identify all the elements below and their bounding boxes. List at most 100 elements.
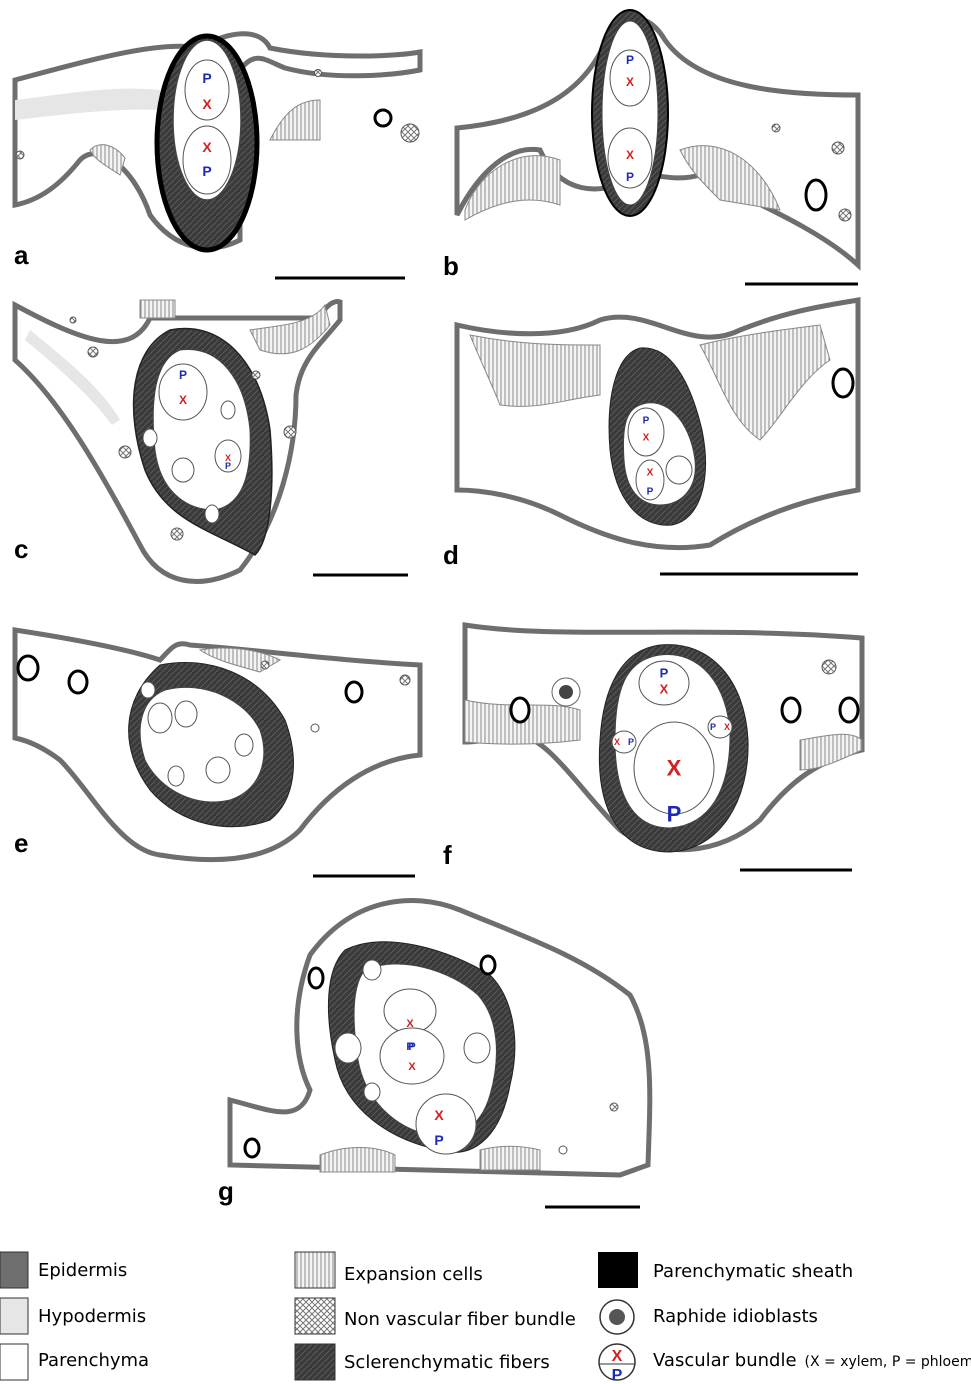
legend-phloem-mark: P: [612, 1367, 623, 1384]
legend-label-expansion-cells: Expansion cells: [344, 1264, 483, 1285]
panel-e-bundle-3: [206, 757, 230, 783]
panel-c-bundle-6: [205, 505, 219, 523]
legend-label-non-vascular-fiber-bundle: Non vascular fiber bundle: [344, 1309, 576, 1330]
panel-e-small-bundle-1: [18, 656, 38, 680]
xylem-mark-f-1: X: [660, 682, 669, 697]
panel-e-fiber-bundle-3: [311, 724, 319, 732]
panel-e-fiber-bundle-1: [400, 675, 410, 685]
xylem-mark-c-1: X: [179, 393, 187, 407]
xylem-mark-a-1: X: [202, 96, 212, 112]
panel-g-bundle-4: [335, 1033, 361, 1063]
phloem-mark-g-3: P: [434, 1132, 443, 1148]
panel-d-small-bundle: [833, 369, 853, 397]
legend-label-sclerenchymatic-fibers: Sclerenchymatic fibers: [344, 1352, 550, 1373]
phloem-mark-f-2: P: [667, 802, 682, 827]
panel-g-expansion-cells-left: [320, 1148, 395, 1173]
xylem-mark-d-1: X: [643, 433, 650, 444]
xylem-mark-g-1: X: [406, 1018, 414, 1030]
legend-label-epidermis: Epidermis: [38, 1260, 127, 1281]
phloem-mark-f-1: P: [660, 666, 669, 681]
phloem-mark-g-2: P: [408, 1041, 415, 1053]
panel-g-fiber-bundle-2: [610, 1103, 618, 1111]
panel-f-small-bundle-2: [782, 698, 800, 722]
panel-a-fiber-bundle: [401, 124, 419, 142]
panel-f-expansion-cells-right: [800, 734, 862, 770]
phloem-mark-a-1: P: [202, 70, 211, 86]
xylem-mark-f-3: X: [614, 737, 620, 747]
panel-f-diagram: [465, 625, 862, 870]
xylem-mark-a-2: X: [202, 139, 212, 155]
panel-label-g: g: [218, 1176, 234, 1207]
panel-f-fiber-bundle: [822, 660, 836, 674]
panel-label-a: a: [14, 240, 28, 271]
legend-swatch-parenchyma: [0, 1344, 28, 1380]
panel-e-fiber-bundle-2: [261, 661, 269, 669]
legend-label-parenchymatic-sheath: Parenchymatic sheath: [653, 1261, 853, 1282]
panel-f-small-bundle-1: [511, 698, 529, 722]
panel-c-expansion-cells-top: [140, 300, 175, 318]
panel-e-bundle-2: [175, 701, 197, 727]
panel-c-bundle-3: [172, 458, 194, 482]
panel-label-c: c: [14, 534, 28, 565]
legend-swatch-sclerenchymatic-fibers: [295, 1344, 335, 1380]
panel-c-bundle-4: [221, 401, 235, 419]
legend-xylem-mark: X: [612, 1348, 623, 1365]
xylem-mark-g-3: X: [434, 1107, 444, 1123]
legend-label-hypodermis: Hypodermis: [38, 1306, 146, 1327]
panel-c-fiber-bundle-2: [284, 426, 296, 438]
panel-c-fiber-bundle-1: [88, 347, 98, 357]
xylem-mark-f-4: X: [724, 722, 730, 732]
panel-c-fiber-bundle-4: [171, 528, 183, 540]
panel-b-fiber-bundle-3: [772, 124, 780, 132]
panel-g-small-bundle-2: [481, 956, 495, 974]
xylem-mark-f-2: X: [667, 756, 682, 781]
panel-a-small-bundle: [375, 110, 391, 126]
panel-e-bundle-5: [168, 766, 184, 786]
panel-a-bundle-2: [183, 126, 231, 194]
panel-g-bundle-7: [364, 1083, 380, 1101]
xylem-mark-d-2: X: [647, 468, 654, 479]
panel-g-bundle-3: [416, 1094, 476, 1154]
legend-raphide-core: [609, 1309, 625, 1325]
panel-b-diagram: [457, 10, 858, 284]
phloem-mark-b-1: P: [626, 53, 634, 67]
panel-g-diagram: [230, 900, 650, 1207]
legend-swatch-epidermis: [0, 1252, 28, 1288]
panel-e-bundle-4: [235, 734, 253, 756]
panel-e-small-bundle-2: [69, 671, 87, 693]
panel-label-e: e: [14, 828, 28, 859]
legend-swatch-expansion-cells: [295, 1252, 335, 1288]
panel-label-d: d: [443, 540, 459, 571]
phloem-mark-a-2: P: [202, 163, 211, 179]
phloem-mark-d-1: P: [643, 416, 650, 427]
xylem-mark-b-1: X: [626, 75, 634, 89]
panel-g-bundle-6: [363, 960, 381, 980]
panel-g-bundle-2: [380, 1028, 444, 1084]
phloem-mark-c-2: P: [225, 461, 231, 471]
phloem-mark-d-2: P: [647, 487, 654, 498]
panel-b-fiber-bundle-2: [839, 209, 851, 221]
panel-c-fiber-bundle-3: [119, 446, 131, 458]
xylem-mark-b-2: X: [626, 148, 634, 162]
panel-e-bundle-1: [148, 703, 172, 733]
panel-d-bundle-3: [666, 456, 692, 484]
panel-b-fiber-bundle: [832, 142, 844, 154]
legend-label-vascular-bundle: Vascular bundle: [653, 1350, 797, 1371]
panel-c-fiber-bundle-5: [252, 371, 260, 379]
legend-swatch-non-vascular-fiber-bundle: [295, 1298, 335, 1334]
legend-swatch-hypodermis: [0, 1298, 28, 1334]
panel-a-diagram: [15, 34, 420, 278]
panel-a-fiber-bundle-left: [16, 151, 24, 159]
legend-label-parenchyma: Parenchyma: [38, 1350, 149, 1371]
panel-f-raphide-core: [559, 685, 573, 699]
panel-c-bundle-5: [143, 429, 157, 447]
panel-d-diagram: [457, 300, 858, 574]
panel-e-small-bundle-3: [346, 682, 362, 702]
legend-label-raphide-idioblasts: Raphide idioblasts: [653, 1306, 818, 1327]
panel-c-fiber-bundle-6: [70, 317, 76, 323]
panel-b-small-bundle: [806, 180, 826, 210]
panel-e-bundle-6: [141, 682, 155, 698]
phloem-mark-b-2: P: [626, 170, 634, 184]
panel-g-expansion-cells-right: [480, 1146, 540, 1170]
